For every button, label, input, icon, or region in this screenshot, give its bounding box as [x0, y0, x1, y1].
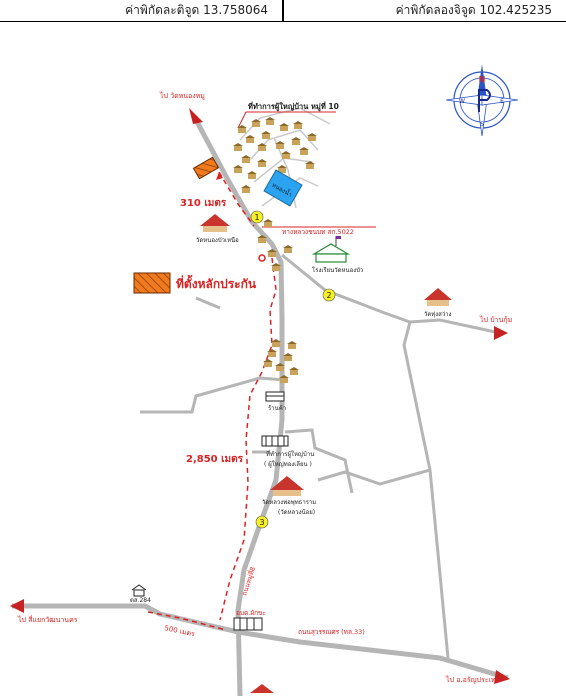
label-wat-nong-bua-nuea: วัดหนองบัวเหนือ: [196, 236, 239, 244]
svg-text:N: N: [479, 75, 486, 84]
label-village-office: ที่ทำการผู้ใหญ่บ้าน หมู่ที่ 10: [248, 100, 339, 112]
distance-310: 310 เมตร: [180, 198, 227, 209]
label-rural-road: ทางหลวงชนบท สก.5022: [282, 228, 354, 236]
label-police-box: ตส.284: [130, 597, 151, 604]
office-pointer-line: [237, 111, 247, 129]
label-school: โรงเรียนวัดหนองบัว: [312, 266, 363, 274]
compass-icon: N S W E: [445, 64, 519, 137]
longitude-label: ค่าพิกัดลองจิจูด 102.425235: [395, 3, 552, 17]
shop-icon: [265, 391, 285, 402]
school-icon: [311, 236, 351, 263]
label-to-ban-klaeng: ไป สี่แยกวัฒนานคร: [17, 615, 78, 624]
police-box-icon: [131, 584, 147, 597]
office-icon: [261, 435, 289, 447]
label-wat-luang-sub: (วัดหลวงน้อย): [278, 509, 315, 516]
label-highway-33: ถนนสุวรรณศร (ทล.33): [298, 628, 365, 636]
marker-1: 1: [250, 210, 264, 224]
tambon-office-icon: [233, 617, 263, 631]
svg-text:2: 2: [326, 291, 331, 300]
legend-swatch: [133, 272, 171, 294]
svg-text:W: W: [459, 98, 465, 105]
marker-3: 3: [255, 515, 269, 529]
label-office-2-sub: ( ผู้ใหญ่ทองเลียน ): [264, 460, 312, 468]
latitude-label: ค่าพิกัดละติจูด 13.758064: [0, 0, 284, 21]
temple-icon: [200, 214, 452, 693]
distance-2850: 2,850 เมตร: [186, 454, 244, 465]
pond: [263, 169, 303, 207]
distance-500: 500 เมตร: [164, 624, 196, 638]
label-shop: ร้านค้า: [268, 405, 286, 412]
svg-text:S: S: [480, 121, 484, 128]
collateral-pin: [258, 254, 266, 262]
svg-text:3: 3: [259, 518, 264, 527]
label-tambon-office: อบต.ผักขะ: [236, 609, 266, 617]
label-office-2: ที่ทำการผู้ใหญ่บ้าน: [266, 450, 314, 458]
route-arrowhead: [216, 172, 223, 180]
label-to-wat-nong-mu: ไป วัดหนองหมู: [159, 91, 205, 100]
label-wat-luang: วัดหลวงพ่อพุทธาราม: [262, 499, 316, 506]
route-dashed: [147, 171, 277, 631]
svg-text:1: 1: [254, 213, 259, 222]
label-to-aranyaprathet: ไป อ.อรัญประเทศ: [445, 675, 501, 684]
svg-text:E: E: [500, 98, 504, 105]
label-to-ban-kum: ไป บ้านกุ้ม: [479, 315, 512, 324]
secondary-roads: [140, 253, 501, 659]
coordinate-header: ค่าพิกัดละติจูด 13.758064 ค่าพิกัดลองจิจ…: [0, 0, 566, 22]
road-arrows: [10, 108, 510, 684]
label-wat-thung-sawang: วัดทุ่งสว่าง: [424, 311, 452, 318]
collateral-plot: [192, 156, 220, 180]
location-map: หนองน้ำ ที่ตั้งหลักประกัน 1: [10, 64, 519, 696]
marker-2: 2: [322, 288, 336, 302]
legend-label: ที่ตั้งหลักประกัน: [176, 274, 257, 291]
